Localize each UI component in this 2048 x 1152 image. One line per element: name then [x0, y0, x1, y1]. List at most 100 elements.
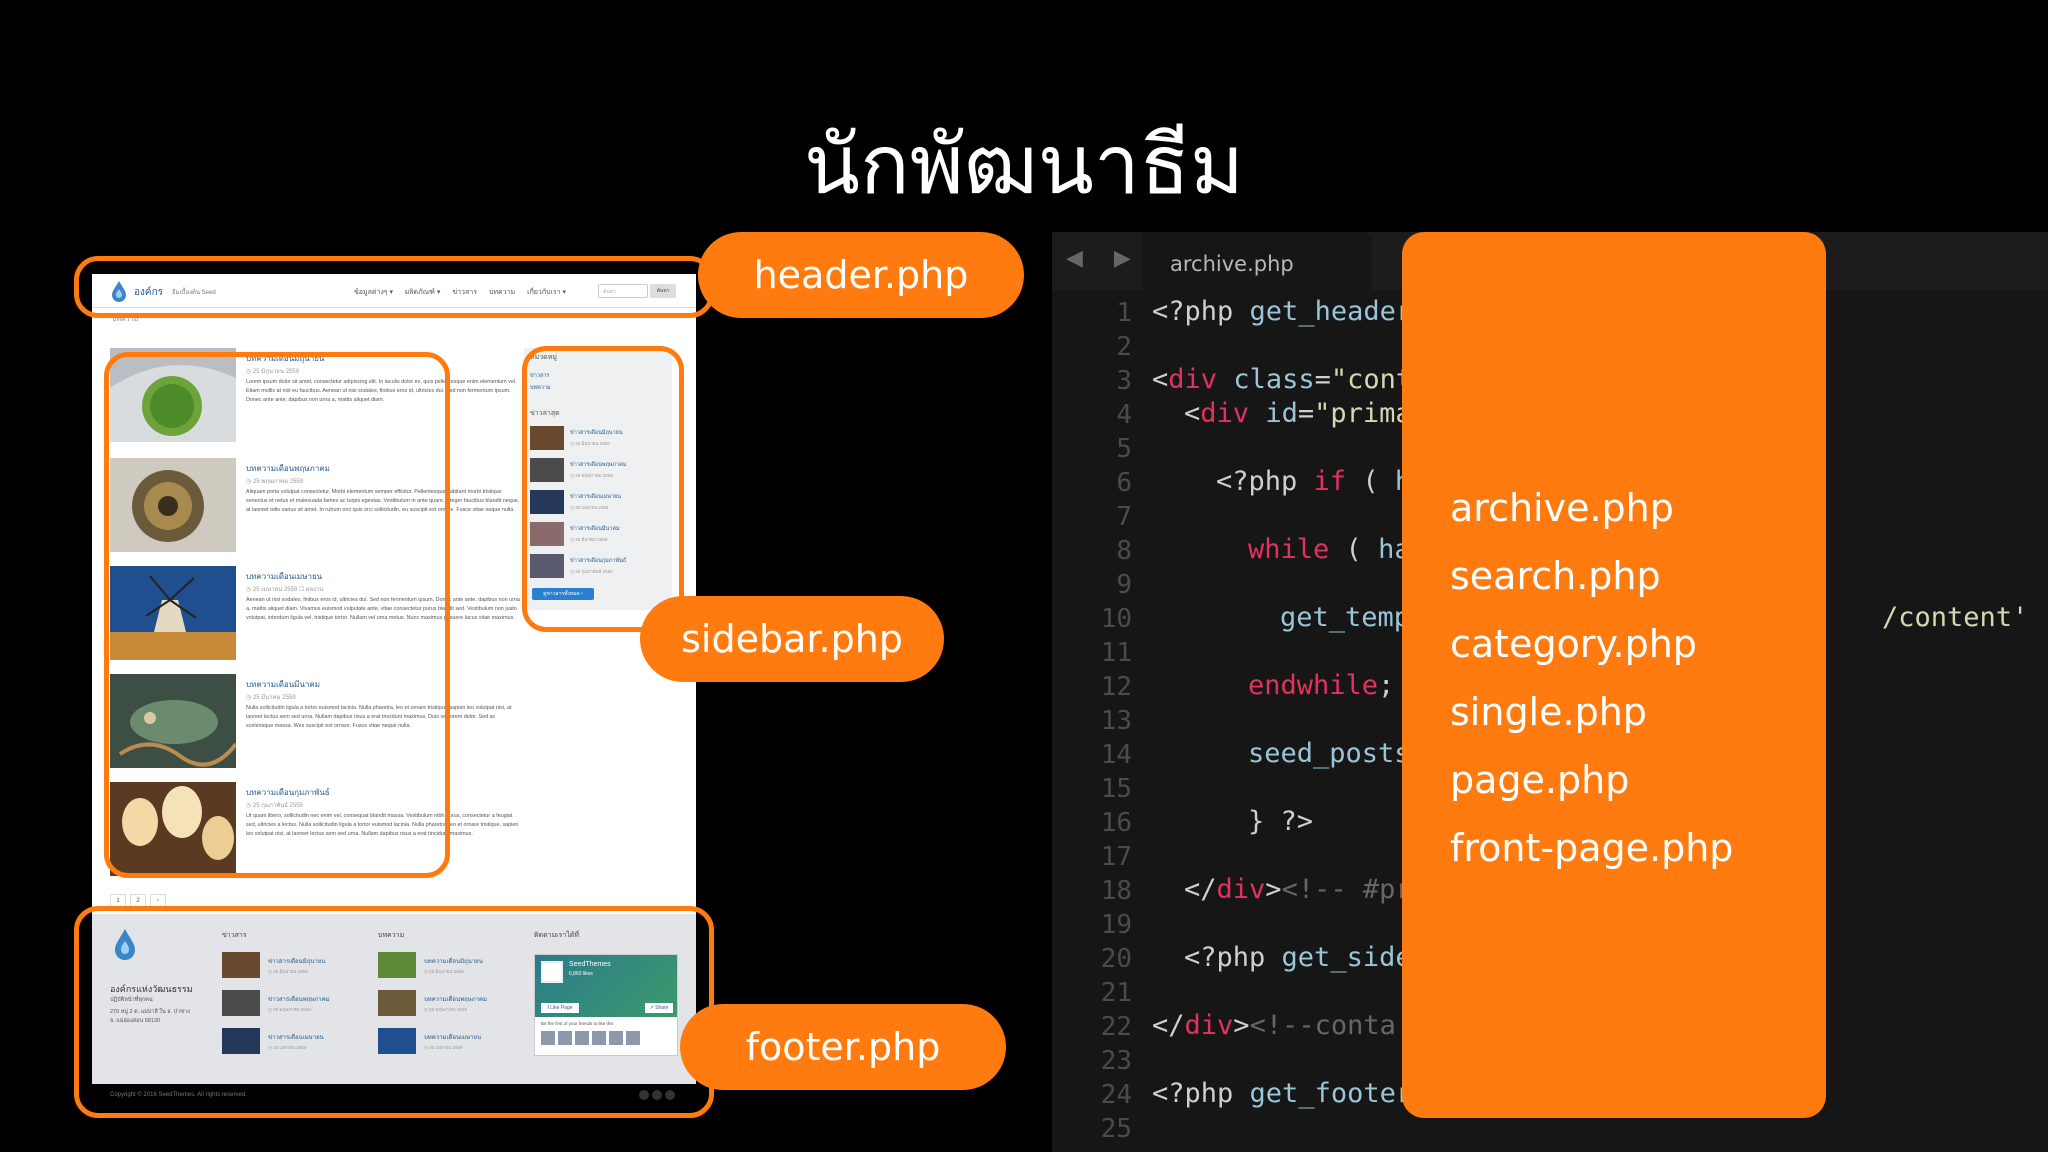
sidebar-thumbnail: [530, 426, 564, 450]
code-line[interactable]: </div><!--conta: [1152, 1010, 1396, 1041]
post-item: บทความเดือนเมษายน ◷ 25 เมษายน 2559 ☐ ผลง…: [110, 566, 530, 662]
line-number: 13: [1100, 706, 1132, 736]
post-excerpt: Aenean ut nisi sodales, finibus eros id,…: [246, 597, 520, 621]
post-title[interactable]: บทความเดือนเมษายน: [246, 572, 323, 581]
line-number: 16: [1100, 808, 1132, 838]
template-file-item: archive.php: [1450, 486, 1674, 530]
post-excerpt: Ut quam libero, sollicitudin nec enim ve…: [246, 813, 519, 837]
post-thumbnail[interactable]: [110, 674, 236, 768]
footer-item-title: บทความเดือนพฤษภาคม: [424, 997, 487, 1003]
editor-tab[interactable]: archive.php: [1142, 232, 1372, 290]
facebook-icon[interactable]: [639, 1090, 649, 1100]
sidebar-item-title: ข่าวสารเดือนกุมภาพันธ์: [570, 558, 627, 564]
sidebar-item-date: ◷ 25 กุมภาพันธ์ 2559: [570, 569, 613, 574]
footer-article-item[interactable]: บทความเดือนพฤษภาคม ◷ 25 พฤษภาคม 2559: [378, 990, 508, 1020]
code-line[interactable]: seed_posts: [1248, 738, 1411, 769]
post-title[interactable]: บทความเดือนกุมภาพันธ์: [246, 788, 330, 797]
footer-news-item[interactable]: ข่าวสารเดือนเมษายน ◷ 25 เมษายน 2559: [222, 1028, 352, 1058]
sidebar-more-button[interactable]: ดูข่าวสารทั้งหมด ›: [532, 588, 594, 600]
nav-item[interactable]: เกี่ยวกับเรา ▾: [527, 289, 567, 296]
post-title[interactable]: บทความเดือนมิถุนายน: [246, 354, 325, 363]
nav-item[interactable]: ข่าวสาร: [452, 289, 477, 296]
sidebar-widget: หมวดหมู่ ข่าวสาร บทความ ข่าวล่าสุด ข่าวส…: [524, 348, 672, 610]
site-name[interactable]: องค์กร: [134, 287, 164, 298]
sidebar-item-date: ◷ 25 มีนาคม 2559: [570, 537, 608, 542]
line-number: 12: [1100, 672, 1132, 702]
site-search-button[interactable]: ค้นหา: [650, 284, 676, 298]
history-nav-arrows[interactable]: ◀ ▶: [1066, 246, 1143, 271]
sidebar-item-date: ◷ 25 มิถุนายน 2559: [570, 441, 610, 446]
code-line[interactable]: <?php if ( h: [1216, 466, 1411, 497]
post-thumbnail[interactable]: [110, 566, 236, 660]
line-number: 17: [1100, 842, 1132, 872]
sidebar-item-title: ข่าวสารเดือนมิถุนายน: [570, 430, 623, 436]
slide-title: นักพัฒนาธีม: [803, 118, 1245, 213]
code-line[interactable]: <div id="prima: [1184, 398, 1412, 429]
twitter-icon[interactable]: [652, 1090, 662, 1100]
nav-item[interactable]: ข้อมูลต่างๆ ▾: [354, 289, 394, 296]
code-line[interactable]: <div class="cont: [1152, 364, 1413, 395]
post-thumbnail[interactable]: [110, 348, 236, 442]
code-line[interactable]: <?php get_header: [1152, 296, 1413, 327]
post-title[interactable]: บทความเดือนพฤษภาคม: [246, 464, 330, 473]
breadcrumb: บทความ: [112, 316, 139, 323]
facebook-cover: SeedThemes 6,860 likes f Like Page ↗ Sha…: [535, 955, 677, 1017]
facebook-share-button[interactable]: ↗ Share: [645, 1003, 673, 1013]
post-thumbnail[interactable]: [110, 782, 236, 876]
website-mockup: องค์กร ธีมเบื้องต้น Seed ข้อมูลต่างๆ ▾ ผ…: [92, 274, 696, 1100]
footer-news-item[interactable]: ข่าวสารเดือนพฤษภาคม ◷ 25 พฤษภาคม 2559: [222, 990, 352, 1020]
footer-item-title: ข่าวสารเดือนมิถุนายน: [268, 959, 326, 965]
facebook-like-button[interactable]: f Like Page: [541, 1003, 579, 1013]
footer-thumbnail: [222, 990, 260, 1016]
code-line[interactable]: /content' );: [1882, 602, 2048, 633]
line-number: 2: [1116, 332, 1132, 362]
footer-news-item[interactable]: ข่าวสารเดือนมิถุนายน ◷ 25 มิถุนายน 2559: [222, 952, 352, 982]
sidebar-category-link[interactable]: บทความ: [530, 385, 551, 391]
footer-item-title: ข่าวสารเดือนเมษายน: [268, 1035, 324, 1041]
line-number: 9: [1116, 570, 1132, 600]
site-header: องค์กร ธีมเบื้องต้น Seed ข้อมูลต่างๆ ▾ ผ…: [92, 274, 696, 308]
line-number: 15: [1100, 774, 1132, 804]
code-line[interactable]: endwhile;: [1248, 670, 1395, 701]
code-line[interactable]: <?php get_footer: [1152, 1078, 1413, 1109]
post-item: บทความเดือนพฤษภาคม ◷ 25 พฤษภาคม 2559 Ali…: [110, 458, 530, 554]
sidebar-recent-item[interactable]: ข่าวสารเดือนพฤษภาคม ◷ 25 พฤษภาคม 2559: [530, 458, 666, 484]
facebook-page-widget[interactable]: SeedThemes 6,860 likes f Like Page ↗ Sha…: [534, 954, 678, 1056]
code-line[interactable]: </div><!-- #pr: [1184, 874, 1412, 905]
post-title[interactable]: บทความเดือนมีนาคม: [246, 680, 321, 689]
sidebar-recent-item[interactable]: ข่าวสารเดือนมิถุนายน ◷ 25 มิถุนายน 2559: [530, 426, 666, 452]
drop-logo-icon: [115, 929, 135, 960]
sidebar-php-label: sidebar.php: [640, 596, 944, 682]
sidebar-category-link[interactable]: ข่าวสาร: [530, 373, 550, 379]
footer-article-item[interactable]: บทความเดือนมิถุนายน ◷ 25 มิถุนายน 2559: [378, 952, 508, 982]
sidebar-item-title: ข่าวสารเดือนมีนาคม: [570, 526, 620, 532]
footer-thumbnail: [222, 1028, 260, 1054]
sidebar-recent-item[interactable]: ข่าวสารเดือนกุมภาพันธ์ ◷ 25 กุมภาพันธ์ 2…: [530, 554, 666, 580]
line-number: 7: [1116, 502, 1132, 532]
sidebar-recent-item[interactable]: ข่าวสารเดือนมีนาคม ◷ 25 มีนาคม 2559: [530, 522, 666, 548]
sidebar-item-title: ข่าวสารเดือนเมษายน: [570, 494, 622, 500]
footer-article-item[interactable]: บทความเดือนเมษายน ◷ 25 เมษายน 2559: [378, 1028, 508, 1058]
line-number: 20: [1100, 944, 1132, 974]
nav-item[interactable]: ผลิตภัณฑ์ ▾: [405, 289, 441, 296]
line-icon[interactable]: [665, 1090, 675, 1100]
facebook-page-name[interactable]: SeedThemes: [569, 961, 611, 968]
nav-item[interactable]: บทความ: [488, 289, 516, 296]
sidebar-highlight: [522, 346, 684, 632]
code-line[interactable]: while ( ha: [1248, 534, 1411, 565]
code-line[interactable]: get_temp: [1280, 602, 1411, 633]
code-line[interactable]: } ?>: [1248, 806, 1314, 837]
header-highlight: [74, 256, 714, 318]
template-file-item: search.php: [1450, 554, 1661, 598]
site-search-input[interactable]: ค้นหา: [598, 284, 648, 298]
post-thumbnail[interactable]: [110, 458, 236, 552]
post-date: ◷ 25 กุมภาพันธ์ 2559: [246, 803, 303, 809]
footer-org-name: องค์กรแห่งวัฒนธรรม: [110, 984, 193, 994]
sidebar-thumbnail: [530, 522, 564, 546]
code-line[interactable]: <?php get_side: [1184, 942, 1412, 973]
sidebar-recent-item[interactable]: ข่าวสารเดือนเมษายน ◷ 25 เมษายน 2559: [530, 490, 666, 516]
footer-item-title: บทความเดือนเมษายน: [424, 1035, 482, 1041]
line-number: 1: [1116, 298, 1132, 328]
line-number: 21: [1100, 978, 1132, 1008]
footer-highlight: [74, 906, 714, 1118]
